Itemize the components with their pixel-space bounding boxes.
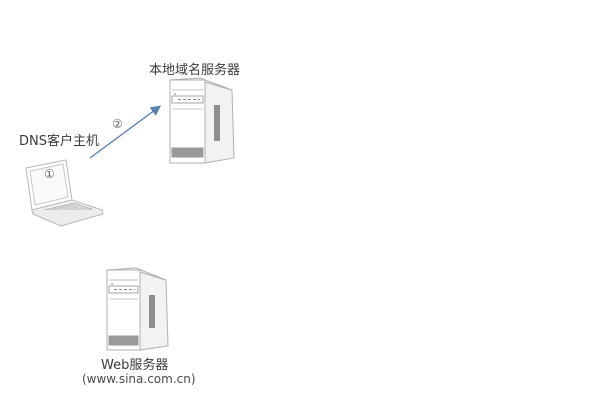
dns-client-label: DNS客户主机 <box>19 134 99 149</box>
web-server-domain: (www.sina.com.cn) <box>82 372 196 386</box>
query-arrow <box>89 105 162 159</box>
step-marker-1: ① <box>44 167 55 181</box>
server-tower-icon <box>106 267 169 351</box>
laptop-icon <box>25 159 104 227</box>
local-dns-server-label: 本地域名服务器 <box>149 63 241 78</box>
step-marker-2: ② <box>112 117 123 131</box>
web-server-label: Web服务器 <box>101 358 169 373</box>
server-tower-icon <box>169 77 235 164</box>
